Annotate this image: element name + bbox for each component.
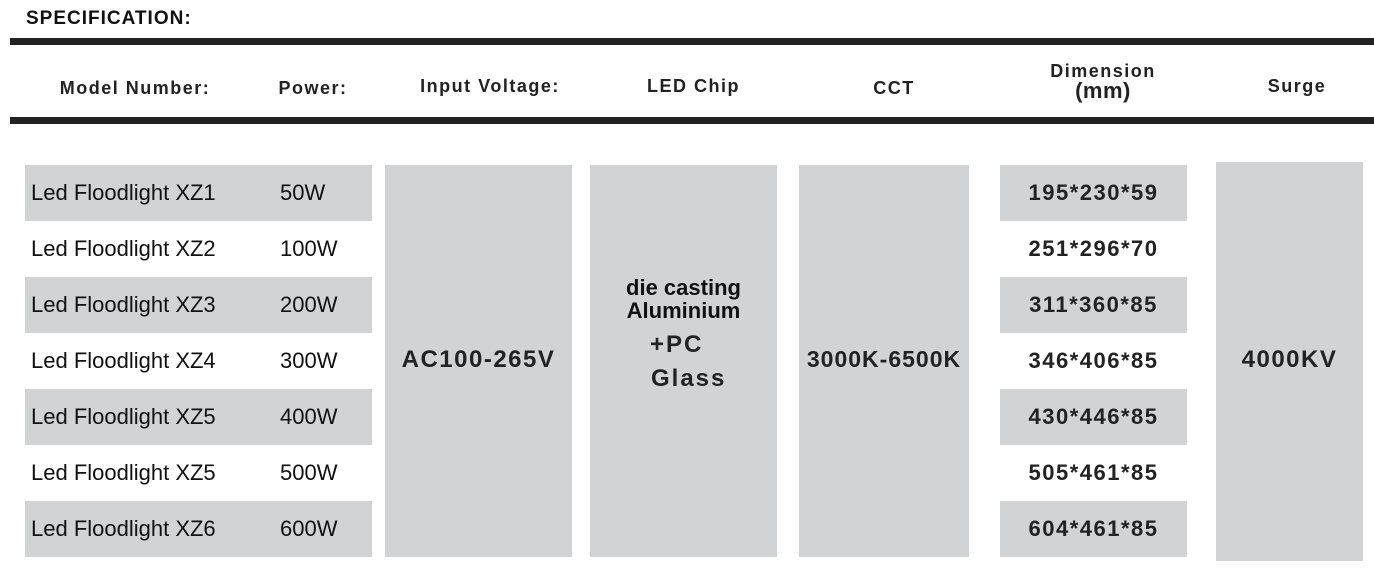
- power-cell: 500W: [280, 460, 338, 485]
- led-chip-line-3: +PC: [650, 331, 704, 358]
- header-dimension-unit: (mm): [1075, 78, 1131, 103]
- dimension-cell: 505*461*85: [1028, 460, 1159, 485]
- dimension-band-1: [1000, 165, 1187, 221]
- led-chip-block: [590, 165, 777, 557]
- led-chip-line-1: die casting: [626, 275, 741, 300]
- power-cell: 600W: [280, 516, 338, 541]
- led-chip-line-2: Aluminium: [626, 298, 741, 323]
- row-band-3: [25, 277, 372, 333]
- dimension-cell: 195*230*59: [1028, 180, 1159, 205]
- cct-block: [799, 165, 969, 557]
- input-voltage-block: [385, 165, 572, 557]
- power-cell: 100W: [280, 236, 338, 261]
- cct-value: 3000K-6500K: [806, 346, 962, 372]
- input-voltage-value: AC100-265V: [401, 346, 556, 373]
- dimension-band-7: [1000, 501, 1187, 557]
- header-top-rule: [10, 38, 1374, 45]
- row-band-7: [25, 501, 372, 557]
- led-chip-material: die casting Aluminium: [590, 276, 777, 322]
- header-dimension: Dimension (mm): [1003, 61, 1203, 103]
- header-model-number: Model Number:: [59, 78, 211, 98]
- header-input-voltage: Input Voltage:: [420, 76, 560, 96]
- model-cell: Led Floodlight XZ5: [31, 460, 216, 485]
- dimension-cell: 430*446*85: [1028, 404, 1159, 429]
- dimension-cell: 251*296*70: [1028, 236, 1159, 261]
- surge-value: 4000KV: [1241, 346, 1338, 373]
- header-bottom-rule: [10, 117, 1374, 124]
- power-cell: 400W: [280, 404, 338, 429]
- led-chip-line-4: Glass: [651, 365, 727, 392]
- model-cell: Led Floodlight XZ5: [31, 404, 216, 429]
- dimension-band-5: [1000, 389, 1187, 445]
- header-led-chip: LED Chip: [647, 76, 740, 96]
- row-band-1: [25, 165, 372, 221]
- surge-block: [1216, 162, 1363, 561]
- power-cell: 50W: [280, 180, 326, 205]
- dimension-cell: 311*360*85: [1029, 292, 1158, 317]
- power-cell: 300W: [280, 348, 338, 373]
- model-cell: Led Floodlight XZ2: [31, 236, 216, 261]
- dimension-cell: 346*406*85: [1028, 348, 1159, 373]
- model-cell: Led Floodlight XZ3: [31, 292, 216, 317]
- power-cell: 200W: [280, 292, 338, 317]
- dimension-band-3: [1000, 277, 1187, 333]
- model-cell: Led Floodlight XZ4: [31, 348, 216, 373]
- header-power: Power:: [278, 78, 348, 98]
- header-surge: Surge: [1267, 76, 1327, 96]
- model-cell: Led Floodlight XZ6: [31, 516, 216, 541]
- page-title: SPECIFICATION:: [26, 8, 192, 29]
- header-dimension-label: Dimension: [1050, 61, 1156, 81]
- row-band-5: [25, 389, 372, 445]
- model-cell: Led Floodlight XZ1: [31, 180, 216, 205]
- header-cct: CCT: [873, 78, 915, 98]
- dimension-cell: 604*461*85: [1028, 516, 1159, 541]
